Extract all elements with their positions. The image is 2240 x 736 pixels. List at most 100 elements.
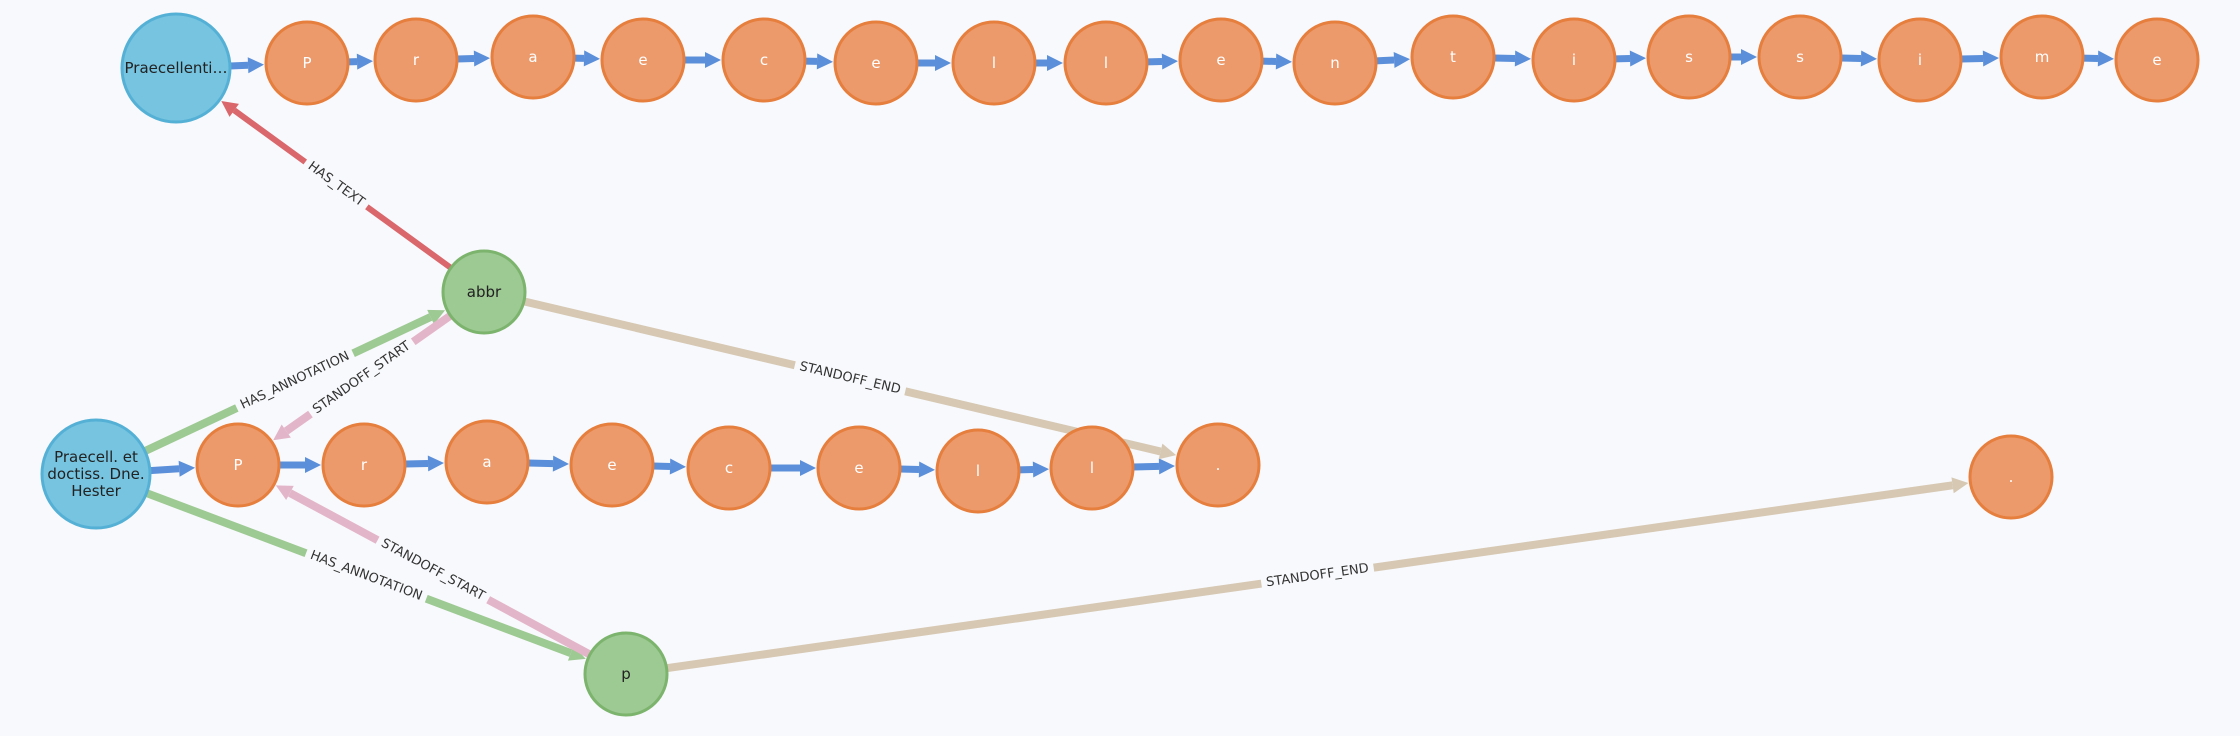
edge-next-mid-6[interactable] (1018, 461, 1050, 478)
annotation-node-abbr-label: abbr (467, 283, 502, 301)
char-node-top-1[interactable]: r (373, 17, 459, 103)
edge-standoff-end-abbr-label-bg (792, 356, 908, 401)
edge-next-top-4[interactable] (804, 53, 834, 70)
edge-next-top-10[interactable] (1493, 50, 1532, 67)
text-node-top[interactable]: Praecellenti… (120, 12, 232, 124)
char-node-mid-0[interactable]: P (195, 422, 281, 508)
char-node-top-6[interactable]: l (951, 20, 1037, 106)
char-node-mid-2[interactable]: a (444, 419, 530, 505)
char-node-mid-7-circle (1049, 425, 1135, 511)
edge-next-mid-0[interactable] (279, 457, 321, 473)
char-node-lone[interactable]: . (1968, 434, 2054, 520)
char-node-top-14-label: i (1918, 51, 1922, 69)
char-node-top-11[interactable]: i (1531, 17, 1617, 103)
char-node-top-4[interactable]: c (721, 17, 807, 103)
edge-has-text-label-bg (299, 154, 373, 215)
edge-standoff-end-p-label: STANDOFF_END (1265, 561, 1370, 590)
char-node-top-6-label: l (992, 54, 996, 72)
edge-has-text-label: HAS_TEXT (305, 159, 367, 210)
char-node-top-5[interactable]: e (833, 20, 919, 106)
char-node-top-13[interactable]: s (1757, 14, 1843, 100)
edge-next-top-13[interactable] (1840, 50, 1878, 67)
edge-next-top-14[interactable] (1960, 50, 2000, 67)
edge-has-annotation-abbr-label-bg (232, 345, 357, 417)
char-node-top-9[interactable]: n (1292, 20, 1378, 106)
char-node-top-2-circle (490, 14, 576, 100)
text-node-top-circle (120, 12, 232, 124)
char-node-top-1-circle (373, 17, 459, 103)
edge-standoff-end-p-label-bg (1260, 558, 1375, 593)
text-node-main-label: Praecell. et (54, 448, 138, 466)
edge-next-mid-7[interactable] (1132, 458, 1176, 475)
edge-next-top-3[interactable] (684, 52, 721, 68)
edge-standoff-start-p-label-group: STANDOFF_START (373, 532, 493, 608)
char-node-mid-5[interactable]: e (816, 425, 902, 511)
char-node-top-15[interactable]: m (1999, 14, 2085, 100)
char-node-top-11-circle (1531, 17, 1617, 103)
edge-next-mid-2[interactable] (527, 455, 570, 472)
annotation-node-p[interactable]: p (583, 631, 669, 717)
char-node-top-16[interactable]: e (2114, 17, 2200, 103)
char-node-top-12-label: s (1685, 48, 1693, 66)
char-node-lone-circle (1968, 434, 2054, 520)
char-node-mid-7[interactable]: l (1049, 425, 1135, 511)
char-node-mid-5-label: e (854, 459, 863, 477)
edge-next-top-0[interactable] (347, 53, 374, 70)
char-node-top-9-circle (1292, 20, 1378, 106)
edge-next-text-top[interactable] (229, 57, 265, 74)
char-node-top-0-circle (264, 20, 350, 106)
char-node-top-6-circle (951, 20, 1037, 106)
edge-next-top-2[interactable] (573, 50, 601, 67)
edge-next-top-8[interactable] (1261, 53, 1293, 70)
char-node-top-12-circle (1646, 14, 1732, 100)
text-node-main-label: Hester (71, 482, 121, 500)
char-node-top-1-label: r (413, 51, 420, 69)
edge-next-mid-5[interactable] (899, 461, 936, 478)
edge-next-top-1[interactable] (456, 50, 491, 67)
edge-next-mid-4[interactable] (770, 460, 816, 476)
edge-next-mid-1[interactable] (404, 455, 445, 472)
annotation-node-abbr[interactable]: abbr (441, 249, 527, 335)
char-node-top-5-label: e (871, 54, 880, 72)
char-node-top-3[interactable]: e (600, 17, 686, 103)
char-node-top-2[interactable]: a (490, 14, 576, 100)
char-node-top-15-label: m (2035, 48, 2050, 66)
edge-next-top-12[interactable] (1730, 49, 1757, 65)
text-node-main-label: doctiss. Dne. (47, 465, 144, 483)
edge-standoff-start-p-label-bg (373, 532, 493, 608)
char-node-mid-4-label: c (725, 459, 733, 477)
edge-next-mid-3[interactable] (652, 458, 687, 475)
char-node-top-7[interactable]: l (1063, 20, 1149, 106)
char-node-mid-4[interactable]: c (686, 425, 772, 511)
edge-next-top-9[interactable] (1375, 52, 1411, 68)
char-node-top-15-circle (1999, 14, 2085, 100)
char-node-mid-8[interactable]: . (1175, 422, 1261, 508)
char-node-top-8[interactable]: e (1178, 17, 1264, 103)
char-node-mid-1[interactable]: r (321, 422, 407, 508)
annotation-node-abbr-circle (441, 249, 527, 335)
char-node-top-3-label: e (638, 51, 647, 69)
char-node-top-13-circle (1757, 14, 1843, 100)
edge-next-top-5[interactable] (917, 55, 951, 71)
char-node-mid-3[interactable]: e (569, 422, 655, 508)
char-node-top-12[interactable]: s (1646, 14, 1732, 100)
char-node-mid-6-label: l (976, 462, 980, 480)
char-node-mid-0-circle (195, 422, 281, 508)
char-node-top-0[interactable]: P (264, 20, 350, 106)
edge-next-top-11[interactable] (1614, 50, 1647, 67)
char-node-mid-1-circle (321, 422, 407, 508)
char-node-mid-6[interactable]: l (935, 428, 1021, 514)
edge-next-top-7[interactable] (1146, 53, 1179, 70)
edge-next-top-15[interactable] (2082, 50, 2115, 67)
char-node-mid-1-label: r (361, 456, 368, 474)
char-node-top-3-circle (600, 17, 686, 103)
char-node-top-14[interactable]: i (1877, 17, 1963, 103)
char-node-top-0-label: P (302, 54, 311, 72)
edge-next-top-6[interactable] (1035, 55, 1063, 71)
char-node-top-16-label: e (2152, 51, 2161, 69)
char-node-top-10[interactable]: t (1410, 14, 1496, 100)
edges-layer (143, 49, 2115, 673)
edge-next-text-main[interactable] (149, 460, 196, 477)
